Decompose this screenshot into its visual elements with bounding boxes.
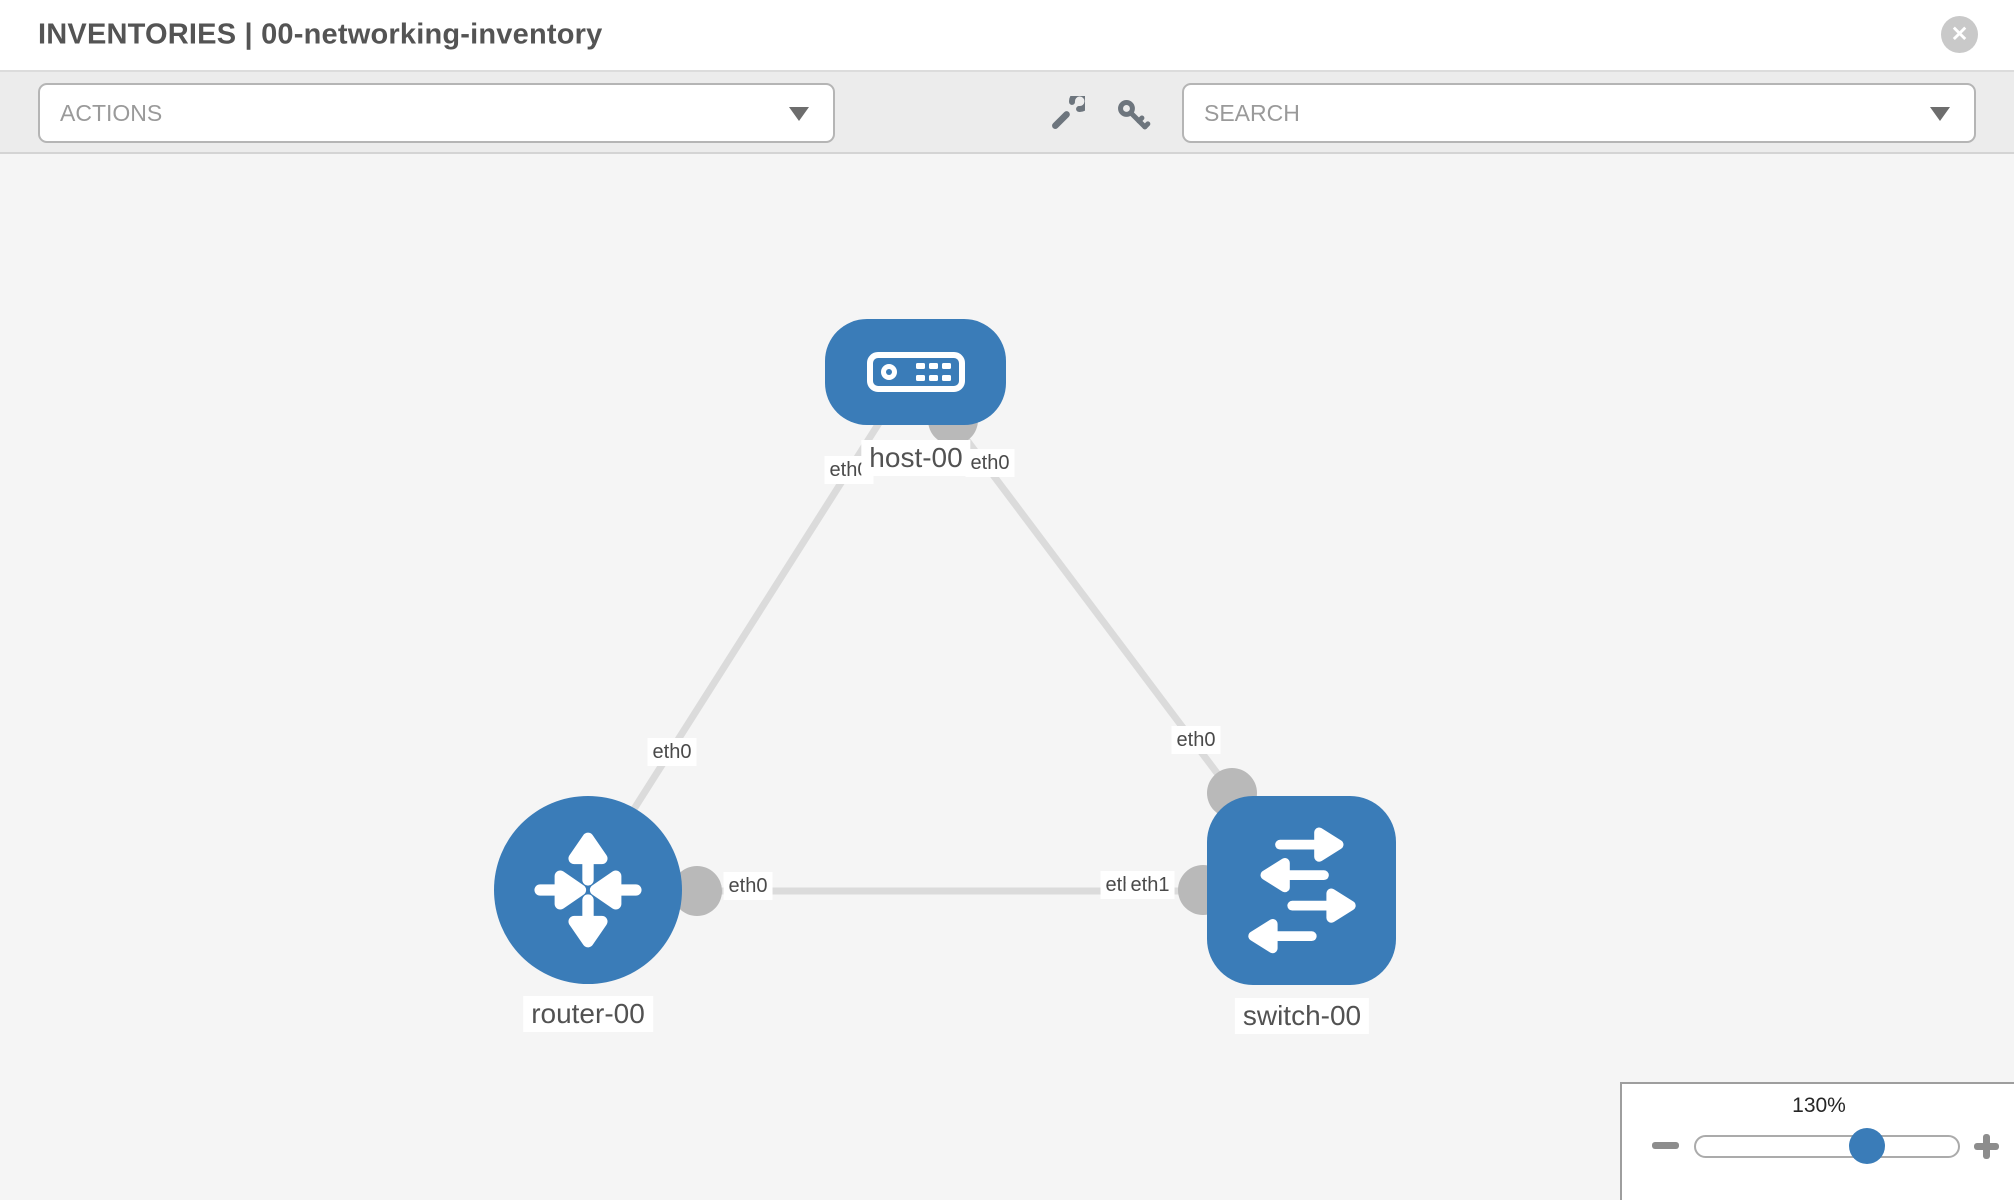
- actions-dropdown-label: ACTIONS: [60, 99, 163, 126]
- toolbar: ACTIONS SEARCH: [0, 72, 2014, 154]
- chevron-down-icon: [1930, 107, 1950, 121]
- node-router-00[interactable]: [494, 796, 682, 984]
- port-circle-router-right[interactable]: [672, 866, 722, 916]
- actions-dropdown[interactable]: ACTIONS: [38, 83, 835, 143]
- node-label-host: host-00: [861, 440, 971, 476]
- node-host-00[interactable]: [825, 319, 1006, 425]
- search-dropdown-label: SEARCH: [1204, 99, 1300, 126]
- close-button[interactable]: ✕: [1941, 16, 1978, 53]
- zoom-level-value: 130%: [1792, 1094, 1846, 1117]
- router-icon: [534, 832, 642, 948]
- zoom-slider-track[interactable]: [1694, 1128, 1960, 1164]
- link-host-router[interactable]: [605, 410, 889, 852]
- switch-icon: [1247, 827, 1356, 953]
- node-label-switch: switch-00: [1234, 998, 1370, 1034]
- key-icon[interactable]: [1114, 96, 1152, 134]
- node-switch-00[interactable]: [1207, 796, 1396, 985]
- panel-header: INVENTORIES | 00-networking-inventory ✕: [0, 0, 2014, 72]
- zoom-out-button[interactable]: [1652, 1142, 1679, 1149]
- interface-label-switch-eth1-left: eth1: [1125, 871, 1175, 899]
- node-label-router: router-00: [523, 996, 653, 1032]
- host-icon: [866, 352, 965, 392]
- zoom-control-panel: 130%: [1620, 1082, 2014, 1200]
- search-dropdown[interactable]: SEARCH: [1182, 83, 1976, 143]
- chevron-down-icon: [789, 107, 809, 121]
- interface-label-host-eth0-right: eth0: [965, 449, 1015, 477]
- zoom-slider-thumb[interactable]: [1849, 1128, 1885, 1164]
- wrench-icon[interactable]: [1047, 96, 1085, 134]
- interface-label-router-eth0-right: eth0: [723, 872, 773, 900]
- interface-label-router-eth0-top: eth0: [647, 738, 697, 766]
- page-title: INVENTORIES | 00-networking-inventory: [38, 18, 603, 51]
- zoom-in-button[interactable]: [1974, 1134, 1999, 1159]
- close-icon: ✕: [1950, 23, 1969, 46]
- interface-label-switch-eth0-top: eth0: [1171, 726, 1221, 754]
